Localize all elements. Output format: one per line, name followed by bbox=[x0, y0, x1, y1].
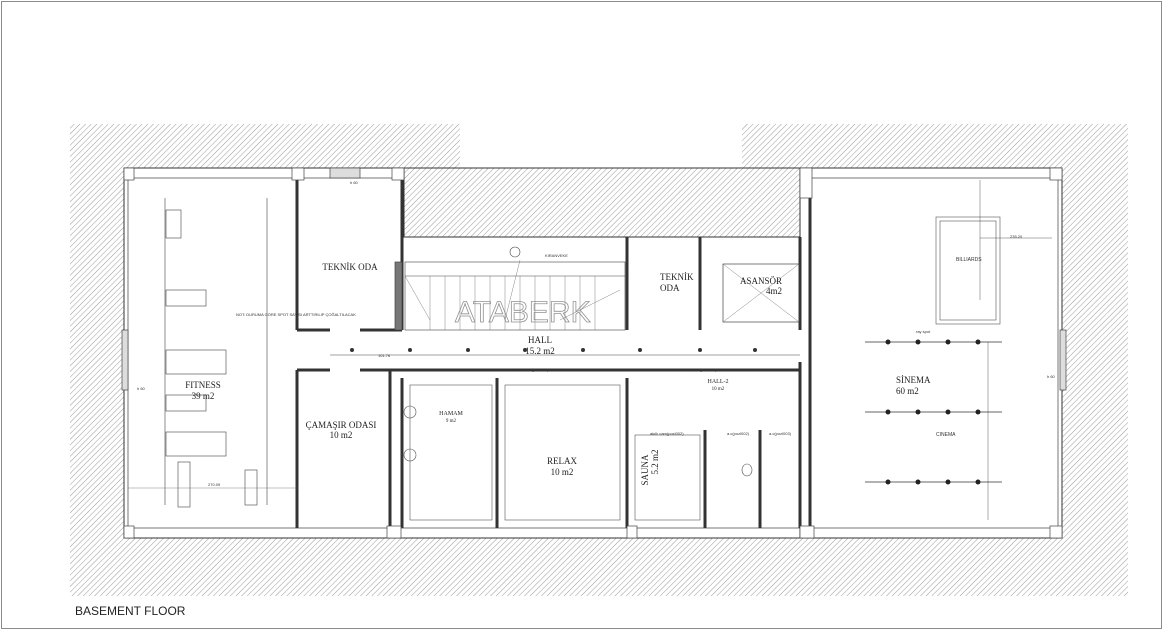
room-teknik-oda-2-name2: ODA bbox=[660, 283, 680, 293]
height-label: h 60 bbox=[350, 180, 359, 185]
wall-blocks bbox=[121, 167, 1067, 539]
wet-area-outlines bbox=[403, 216, 1001, 521]
spot-note: NOT: DURUMA GÖRE SPOT SAYISI ARTTIRILIP … bbox=[236, 312, 356, 317]
room-hall2-area: 10 m2 bbox=[712, 387, 725, 392]
stairs-note: KIRANVEKE bbox=[545, 253, 568, 258]
dimension-label: 101.76 bbox=[378, 353, 391, 358]
door-note: akıllı cam(pozl002) bbox=[650, 431, 684, 436]
staircase: KIRANVEKE bbox=[404, 246, 626, 331]
room-teknik-oda-name: TEKNİK ODA bbox=[322, 262, 378, 272]
elevator-shaft bbox=[722, 263, 800, 323]
height-label: h 60 bbox=[137, 386, 146, 391]
watermark-logo: ATABERK bbox=[455, 296, 591, 329]
drawing-caption: BASEMENT FLOOR bbox=[75, 604, 186, 618]
dimension-label: 235.20 bbox=[1010, 234, 1023, 239]
room-hamam-name: HAMAM bbox=[439, 411, 463, 417]
room-fitness-area: 39 m2 bbox=[192, 391, 215, 401]
room-sauna-area: 5.2 m2 bbox=[650, 449, 660, 474]
room-cinema-sublabel: CINEMA bbox=[936, 432, 956, 438]
door-note: akıllı cam(pozl005) bbox=[683, 367, 717, 372]
room-hall2-name: HALL-2 bbox=[708, 379, 729, 385]
room-relax-name: RELAX bbox=[547, 456, 577, 466]
room-hamam-area: 9 m2 bbox=[446, 419, 457, 424]
dimension-label: 270.09 bbox=[208, 482, 221, 487]
room-asansor-area: 4m2 bbox=[766, 286, 782, 296]
height-label: h 60 bbox=[1047, 374, 1056, 379]
billiards-label: BILLIARDS bbox=[956, 257, 982, 263]
cinema-spots bbox=[885, 339, 981, 485]
room-sinema-area: 60 m2 bbox=[896, 386, 919, 396]
room-asansor-name: ASANSÖR bbox=[740, 276, 782, 286]
ray-spot-label: ray spot bbox=[916, 329, 931, 334]
room-fitness-name: FITNESS bbox=[185, 380, 221, 390]
room-relax-area: 10 m2 bbox=[551, 467, 574, 477]
room-camasir-name: ÇAMAŞIR ODASI bbox=[306, 420, 377, 430]
room-teknik-oda-2-name: TEKNİK bbox=[660, 272, 694, 282]
room-sinema-name: SİNEMA bbox=[896, 375, 931, 385]
fitness-equipment: 270.09 bbox=[128, 198, 297, 508]
hall-lighting: 101.76 bbox=[330, 348, 800, 358]
door-note: a.c(pozl003) bbox=[769, 431, 792, 436]
door-note: a.c(pozl002) bbox=[727, 431, 750, 436]
room-hall-name: HALL bbox=[528, 335, 552, 345]
room-camasir-area: 10 m2 bbox=[330, 430, 353, 440]
door-note: akıllı cam(pozl004) bbox=[515, 367, 549, 372]
building-outline bbox=[123, 167, 1063, 539]
room-sauna-name: SAUNA bbox=[640, 454, 650, 486]
room-hall-area: 15.2 m2 bbox=[525, 346, 555, 356]
